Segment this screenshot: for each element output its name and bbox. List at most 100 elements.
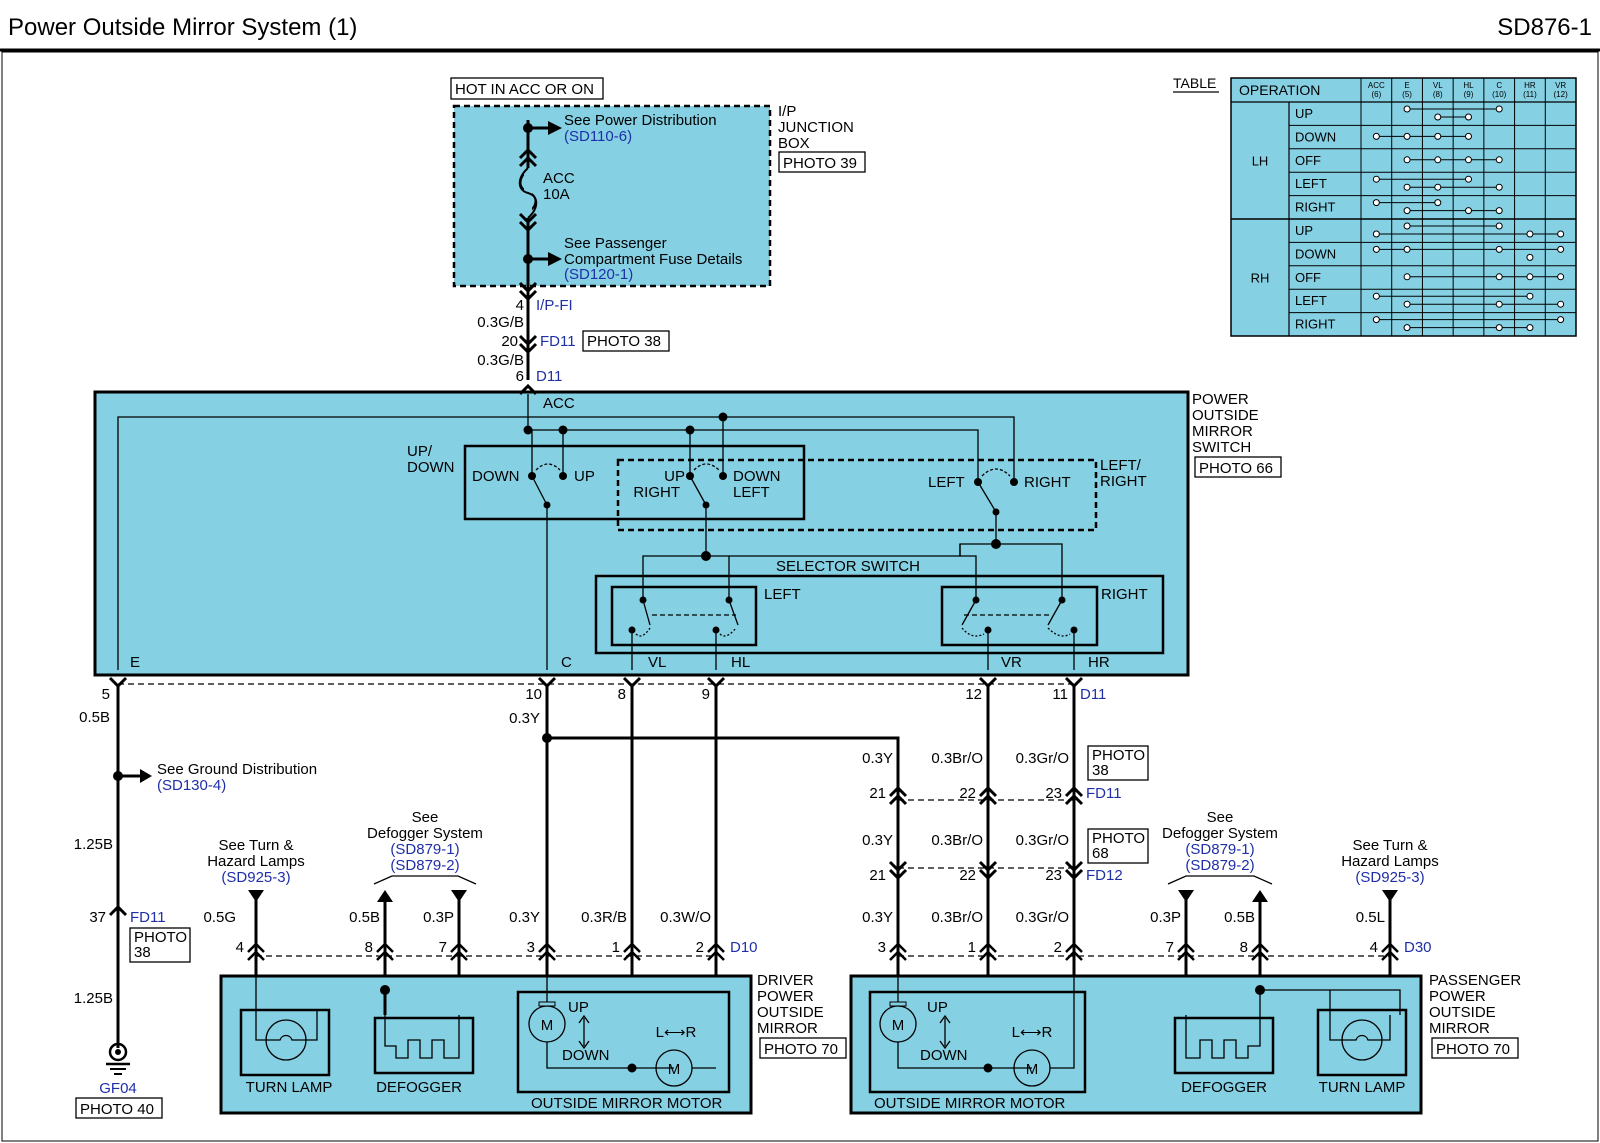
motor-down-r: DOWN [920,1047,968,1064]
table-row-label: RIGHT [1295,317,1336,332]
mirror-motor-right-label: OUTSIDE MIRROR MOTOR [874,1095,1066,1112]
page-frame [1,51,1599,1142]
switch-right-2: RIGHT [633,484,680,501]
arrow-icon [248,890,264,902]
selector-label: SELECTOR SWITCH [776,558,920,575]
updown-label-1: UP/ [407,443,433,460]
defogger-right-label: DEFOGGER [1181,1079,1267,1096]
right-wire-4: 0.3P [1150,909,1181,926]
photo-38: PHOTO 38 [587,333,661,350]
switch-right-3: RIGHT [1024,474,1071,491]
right-defog-ref-1: (SD879-1) [1185,841,1254,858]
left-pin-6: 2 [696,939,704,956]
connector-fd11-g: FD11 [130,909,166,926]
wire-label: 0.5B [79,709,110,726]
table-row-label: DOWN [1295,129,1336,144]
wire-label: 0.3Gr/O [1016,832,1069,849]
arrow-icon [1252,890,1268,902]
right-pin-2: 1 [968,939,976,956]
term-e: E [130,654,140,671]
right-wire-2: 0.3Br/O [931,909,983,926]
table-label: TABLE [1173,75,1216,91]
pin-23-b: 23 [1045,867,1062,884]
table-col-pin: (6) [1371,90,1381,99]
pin-10: 10 [525,686,542,703]
motor-up: UP [568,999,589,1016]
switch-down: DOWN [472,468,520,485]
left-wire-3: 0.3P [423,909,454,926]
table-group-label: RH [1251,271,1270,286]
table-row-label: UP [1295,106,1313,121]
left-turn-see-2: Hazard Lamps [207,853,305,870]
wire-label: 0.3Gr/O [1016,750,1069,767]
selector-left [610,585,758,647]
left-pin-3: 7 [439,939,447,956]
pin-12: 12 [965,686,982,703]
passenger-mirror-photo: PHOTO 70 [1436,1041,1510,1058]
left-defog-ref-2: (SD879-2) [390,857,459,874]
left-defog-see-2: Defogger System [367,825,483,842]
see-passenger-ref: (SD120-1) [564,266,633,283]
photo-68-1: PHOTO [1092,830,1145,847]
table-col-header: E [1404,81,1409,90]
updown-arrow-icon [578,1014,590,1050]
ground-icon [106,1042,130,1075]
left-pin-1: 4 [236,939,244,956]
ground-gf04: GF04 [99,1080,137,1097]
updown-switch [463,444,806,521]
connector-icon [518,334,538,355]
selector-switch [594,574,1165,655]
mirror-motor-left-label: OUTSIDE MIRROR MOTOR [531,1095,723,1112]
driver-mirror-2: POWER [757,988,814,1005]
updown-label-2: DOWN [407,459,455,476]
fuse-name: ACC [543,170,575,187]
jbox-photo-box [778,151,866,173]
defogger-right [1173,1016,1275,1075]
fuse-rating: 10A [543,186,570,203]
connector-icon [518,212,538,233]
switch-name-3: MIRROR [1192,423,1253,440]
pin-5: 5 [102,686,110,703]
motor-m-r2: M [1026,1061,1039,1078]
connector-fd11-m: FD11 [1086,785,1122,802]
table-row-label: UP [1295,223,1313,238]
switch-up-2: UP [664,468,685,485]
left-pin-4: 3 [527,939,535,956]
see-power-distribution-ref: (SD110-6) [564,128,632,145]
turn-lamp-right [1316,1008,1408,1077]
photo-38-m-1: PHOTO [1092,747,1145,764]
right-turn-see-1: See Turn & [1352,837,1427,854]
arrow-icon [548,121,562,135]
jbox-photo: PHOTO 39 [783,155,857,172]
photo-40: PHOTO 40 [80,1101,154,1118]
driver-mirror-4: MIRROR [757,1020,818,1037]
connector-ipfi: I/P-FI [536,297,573,314]
driver-mirror-photo: PHOTO 70 [764,1041,838,1058]
switch-down-2: DOWN [733,468,781,485]
table-col-pin: (9) [1464,90,1474,99]
left-wire-6: 0.3W/O [660,909,711,926]
left-defog-ref-1: (SD879-1) [390,841,459,858]
table-row-label: LEFT [1295,293,1327,308]
heater-icon [384,990,460,1059]
pin-11: 11 [1052,686,1068,703]
photo-38-g-1: PHOTO [134,929,187,946]
term-hr: HR [1088,654,1110,671]
switch-left-2: LEFT [733,484,770,501]
table-row-label: OFF [1295,153,1321,168]
left-defog-see-1: See [412,809,439,826]
switch-photo: PHOTO 66 [1199,460,1273,477]
motor-up-r: UP [927,999,948,1016]
switch-left-3: LEFT [928,474,965,491]
turn-lamp-left [239,1008,331,1077]
connector-fd11: FD11 [540,333,576,350]
right-pin-5: 8 [1240,939,1248,956]
right-pin-1: 3 [878,939,886,956]
selector-right [940,585,1099,647]
motor-m-r: M [892,1017,905,1034]
table-col-header: HR [1524,81,1536,90]
junction-box [452,104,772,288]
motor-lr-r: L⟷R [1012,1024,1053,1041]
right-pin-4: 7 [1166,939,1174,956]
